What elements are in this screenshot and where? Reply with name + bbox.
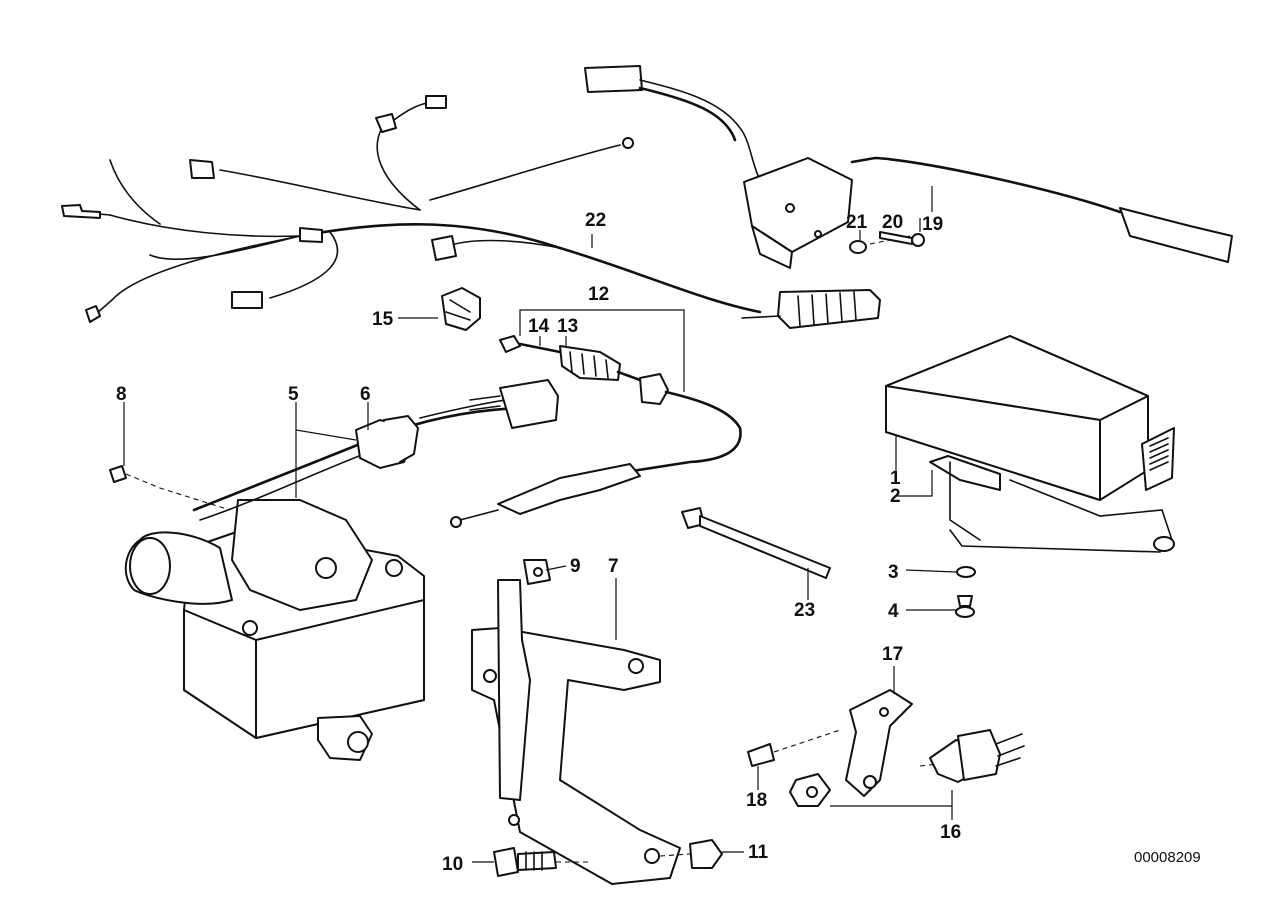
washer-3-screw-4 <box>955 566 976 618</box>
callout-23: 23 <box>794 600 815 621</box>
callout-5: 5 <box>288 384 299 405</box>
actuator-cable <box>192 379 559 521</box>
switch-assembly <box>584 65 1233 269</box>
callout-7: 7 <box>608 556 619 577</box>
wiring-harness <box>61 95 881 329</box>
bowden-cable <box>450 335 742 528</box>
diagram-reference-number: 00008209 <box>1134 849 1201 866</box>
callout-1: 1 <box>890 468 901 489</box>
callout-12: 12 <box>588 284 609 305</box>
nut-9 <box>523 559 551 585</box>
callout-21: 21 <box>846 212 868 233</box>
leader-lines <box>123 186 957 863</box>
callout-6: 6 <box>360 384 371 405</box>
callout-20: 20 <box>882 212 903 233</box>
callout-18: 18 <box>746 790 767 811</box>
callout-11: 11 <box>748 842 769 863</box>
screw-20-washer-21 <box>849 231 925 254</box>
screw-8 <box>109 465 231 511</box>
callout-9: 9 <box>570 556 581 577</box>
bracket-7 <box>471 579 681 885</box>
callout-2: 2 <box>890 486 901 507</box>
callout-19: 19 <box>922 214 943 235</box>
callout-13: 13 <box>557 316 578 337</box>
callout-labels: 1 2 3 4 5 6 7 8 9 10 11 12 13 14 15 16 1… <box>116 210 1201 875</box>
clip-15 <box>441 287 481 331</box>
callout-15: 15 <box>372 309 394 330</box>
callout-14: 14 <box>528 316 550 337</box>
callout-22: 22 <box>585 210 606 231</box>
callout-10: 10 <box>442 854 463 875</box>
callout-4: 4 <box>888 601 899 622</box>
callout-8: 8 <box>116 384 127 405</box>
cable-tie-23 <box>681 507 831 579</box>
callout-16: 16 <box>940 822 961 843</box>
callout-17: 17 <box>882 644 903 665</box>
sensor-16-bracket-17 <box>747 689 1025 807</box>
bracket-2 <box>929 455 1175 553</box>
control-unit <box>885 335 1175 501</box>
bolt-10-nut-11 <box>493 839 723 877</box>
actuator <box>124 499 425 761</box>
callout-3: 3 <box>888 562 899 583</box>
